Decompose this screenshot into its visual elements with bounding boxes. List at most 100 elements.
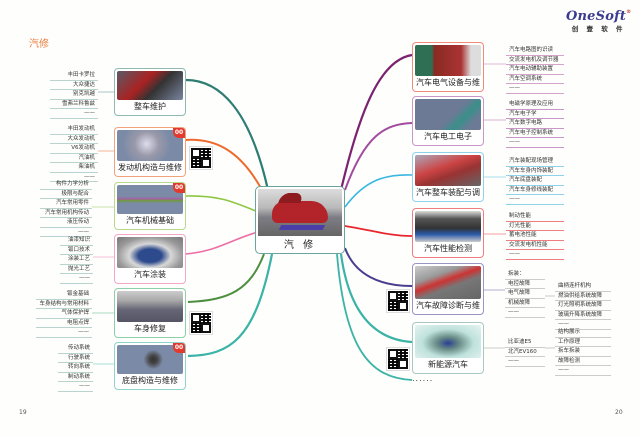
- leaf-item[interactable]: 大众发动机: [50, 135, 98, 144]
- leaf-item[interactable]: 燃油供给系统故障: [555, 292, 611, 301]
- leaf-item[interactable]: ——: [506, 84, 564, 94]
- leaf-item[interactable]: 气体保护焊: [36, 309, 92, 319]
- node-label: 汽车电工电子: [424, 132, 472, 141]
- leaf-item[interactable]: 别克凯越: [50, 90, 98, 100]
- leaf-item[interactable]: 交流发电机及调节器: [506, 56, 564, 65]
- node-label: 底盘构造与维修: [122, 376, 178, 385]
- chassis-parts-image: [117, 345, 183, 374]
- leaf-item[interactable]: 电阻点焊: [36, 319, 92, 328]
- leaf-item[interactable]: 油漆知识: [60, 236, 93, 246]
- leaf-item[interactable]: 钣金基础: [36, 290, 92, 300]
- connector-车身修复: [187, 253, 265, 303]
- leaf-item[interactable]: 转向系统: [58, 363, 93, 373]
- leaf-item[interactable]: ——: [36, 328, 92, 338]
- leaf-item[interactable]: 柴油机: [50, 163, 98, 173]
- leaf-item[interactable]: 灯光照明系统故障: [555, 301, 611, 311]
- leaf-item[interactable]: 机械故障: [505, 299, 545, 308]
- leaf-item[interactable]: ——: [555, 366, 611, 376]
- node-vehicle-maintenance[interactable]: 整车维护: [114, 68, 186, 116]
- leaf-item[interactable]: 比亚迪E5: [505, 338, 545, 348]
- node-chassis[interactable]: 00 底盘构造与维修: [114, 342, 186, 390]
- leaf-item[interactable]: ——: [555, 320, 611, 330]
- leaf-item[interactable]: 行驶系统: [58, 354, 93, 363]
- node-engine[interactable]: 00 发动机构造与维修: [114, 127, 186, 177]
- leaf-item[interactable]: 拆装：: [505, 270, 545, 280]
- leaf-item[interactable]: ——: [506, 138, 564, 148]
- leaf-item[interactable]: 玻璃升降系统故障: [555, 311, 611, 320]
- leaf-item[interactable]: 丰田发动机: [50, 125, 98, 135]
- qr-code[interactable]: [386, 289, 410, 313]
- leaf-item[interactable]: ——: [60, 274, 93, 284]
- leaf-item[interactable]: 拆车拆装: [555, 347, 611, 357]
- leaf-item[interactable]: ——: [50, 173, 98, 182]
- leaf-item[interactable]: 汽车常用机构传动: [40, 209, 92, 218]
- leaf-item[interactable]: ——: [58, 382, 93, 392]
- leaf-item[interactable]: 曲柄连杆机构: [555, 282, 611, 292]
- leaf-item[interactable]: 涂装工艺: [60, 255, 93, 265]
- leaf-item[interactable]: 汽车数字电路: [506, 119, 564, 129]
- leaf-item[interactable]: 大众捷达: [50, 81, 98, 90]
- leaf-item[interactable]: 汽车底盘装配: [506, 176, 564, 186]
- leaf-item[interactable]: 汽车常用零件: [40, 199, 92, 209]
- leaf-item[interactable]: ——: [505, 308, 545, 318]
- node-label: 汽车整车装配与调试: [416, 188, 480, 197]
- leaf-item[interactable]: 传动系统: [58, 344, 93, 354]
- qr-code[interactable]: [386, 347, 410, 371]
- leaf-item[interactable]: ——: [506, 195, 564, 205]
- leaf-item[interactable]: 丰田卡罗拉: [50, 71, 98, 81]
- leaf-item[interactable]: V6发动机: [50, 144, 98, 154]
- node-label: 汽车电气设备与维修: [416, 78, 480, 87]
- leaf-item[interactable]: 汽车装配现场管理: [506, 157, 564, 167]
- multimeter-image: [415, 45, 481, 76]
- node-fault-diagnosis[interactable]: 汽车故障诊断与维修: [412, 263, 484, 315]
- qr-code[interactable]: [189, 311, 213, 335]
- leaf-item[interactable]: 工作原理: [555, 338, 611, 347]
- leaf-item[interactable]: 制动系统: [58, 373, 93, 382]
- node-vehicle-assembly[interactable]: 汽车整车装配与调试: [412, 152, 484, 202]
- gear-shaft-image: [117, 185, 183, 214]
- node-mechanical-basics[interactable]: 00 汽车机械基础: [114, 182, 186, 230]
- connector-涂装: [184, 231, 259, 255]
- leaf-item[interactable]: 汽车空调系统: [506, 75, 564, 84]
- leaf-item[interactable]: 灯光性能: [506, 222, 564, 231]
- leaf-item[interactable]: 钣口技术: [60, 246, 93, 255]
- leaf-item[interactable]: 汽车电动辅助装置: [506, 65, 564, 75]
- leaf-item[interactable]: ——: [505, 357, 545, 367]
- node-electrical-equipment[interactable]: 汽车电气设备与维修: [412, 42, 484, 92]
- leaf-item[interactable]: 车身结构与常用材料: [36, 300, 92, 309]
- leaf-item[interactable]: 电气故障: [505, 289, 545, 299]
- leaf-item[interactable]: 制动性能: [506, 212, 564, 222]
- center-node[interactable]: 汽 修: [255, 186, 345, 254]
- node-label: 汽车涂装: [134, 270, 166, 279]
- node-body-repair[interactable]: 车身修复: [114, 288, 186, 338]
- leaf-item[interactable]: ——: [50, 109, 98, 119]
- leaf-item[interactable]: 蓄电池性能: [506, 231, 564, 241]
- leaf-item[interactable]: 北汽EV160: [505, 348, 545, 357]
- leaf-item[interactable]: 汽油机: [50, 154, 98, 163]
- leaf-item[interactable]: 电控故障: [505, 280, 545, 289]
- leaf-item[interactable]: 故障检测: [555, 357, 611, 366]
- leaf-item[interactable]: ——: [40, 228, 92, 237]
- leaf-item[interactable]: 液压传动: [40, 218, 92, 228]
- leaf-item[interactable]: 汽车电子学: [506, 110, 564, 119]
- leaf-item[interactable]: 构件力学分析: [40, 180, 92, 190]
- node-electrical-electronics[interactable]: 汽车电工电子: [412, 96, 484, 146]
- leaf-item[interactable]: 汽车电子控制系统: [506, 129, 564, 138]
- leaf-item[interactable]: 汽车车身内饰装配: [506, 167, 564, 176]
- logo-subtitle: 创 壹 软 件: [571, 25, 626, 33]
- leaf-item[interactable]: 极限与配合: [40, 190, 92, 199]
- leaf-item[interactable]: 电磁学原理及应用: [506, 100, 564, 110]
- qr-code[interactable]: [189, 146, 213, 170]
- leaf-item[interactable]: 雪弗兰科鲁兹: [50, 100, 98, 109]
- leaf-item[interactable]: 汽车车身修线装配: [506, 186, 564, 195]
- leaves-new-energy: 比亚迪E5 北汽EV160 ——: [505, 338, 545, 367]
- node-performance-test[interactable]: 汽车性能检测: [412, 208, 484, 258]
- leaf-item[interactable]: 汽车电路图的识读: [506, 46, 564, 56]
- leaf-item[interactable]: ——: [506, 250, 564, 260]
- leaf-item[interactable]: 结构展示: [555, 328, 611, 338]
- leaf-item[interactable]: 交流发电机性能: [506, 241, 564, 250]
- leaf-item[interactable]: 抛光工艺: [60, 265, 93, 274]
- node-painting[interactable]: 汽车涂装: [114, 234, 186, 284]
- node-new-energy[interactable]: 新能源汽车: [412, 322, 484, 374]
